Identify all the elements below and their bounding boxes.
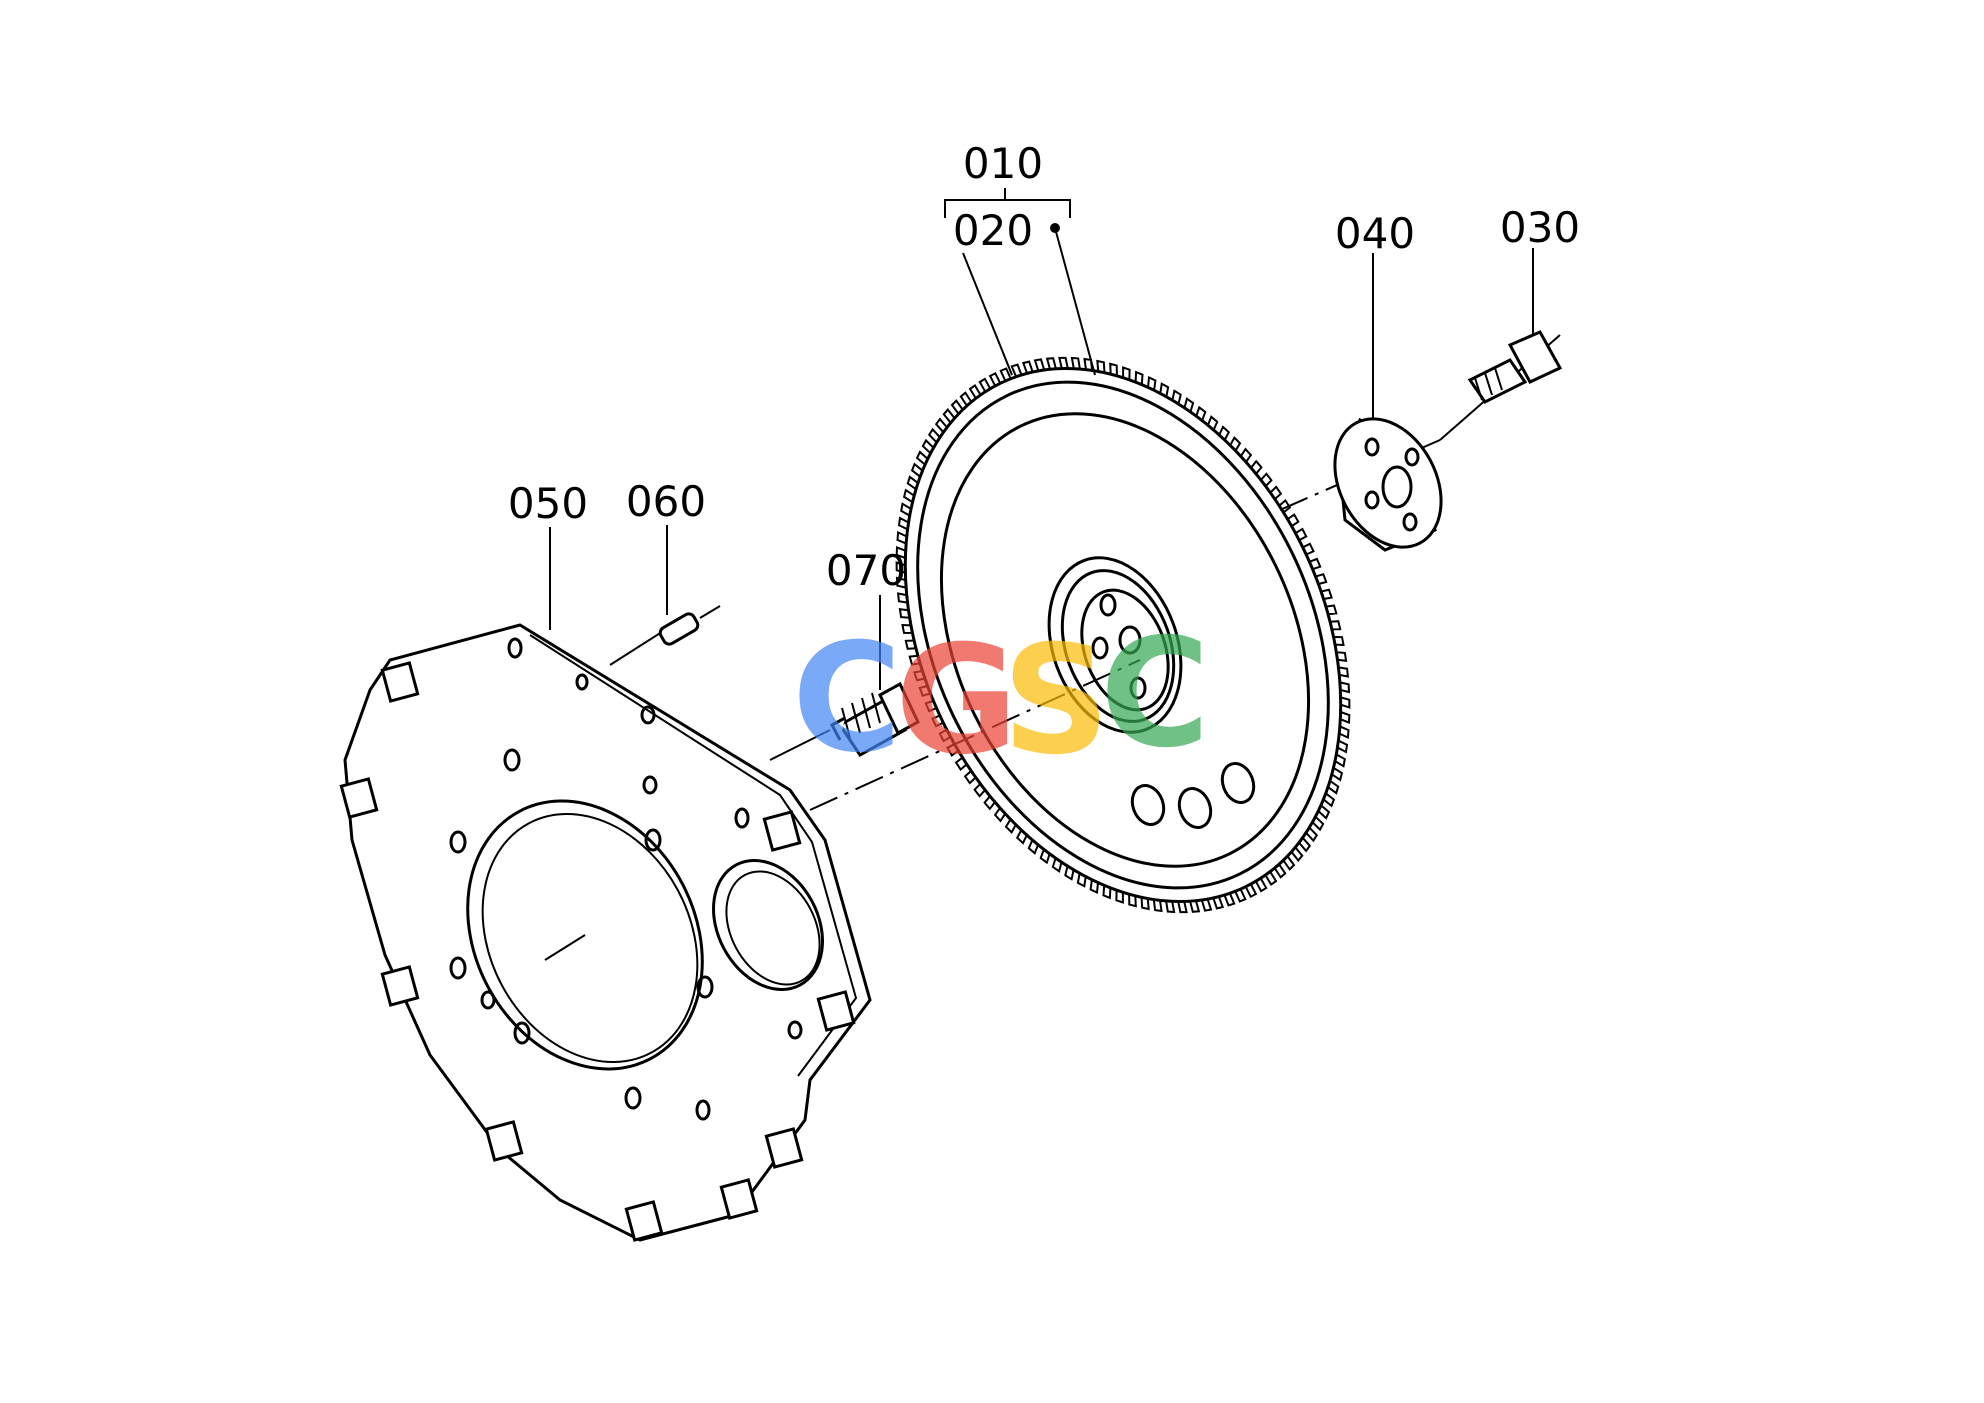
bolt-030 [1467,330,1563,404]
ring-gear-outer [903,367,1343,903]
watermark-letter-2: G [895,614,1018,788]
hub-outer [1047,556,1183,734]
label-010: 010 [963,139,1043,188]
washer-plate-040 [1333,417,1443,552]
dowel-pin-060 [658,605,721,646]
hub-ring [1060,569,1176,723]
flywheel-holes [1130,762,1256,829]
small-bore [712,859,824,991]
flywheel-020 [895,356,1351,914]
label-020: 020 [953,206,1033,255]
ring-gear-teeth [895,356,1351,914]
large-bore [466,799,704,1071]
gear-teeth-path [895,356,1351,914]
label-050: 050 [508,479,588,528]
bolt-070 [829,681,920,757]
large-bore-inner [481,812,699,1064]
part-labels: 010 020 040 030 050 060 070 [508,139,1580,595]
watermark-letter-3: S [1002,614,1110,788]
hub-bolt-holes [1091,593,1147,700]
flywheel-face [939,412,1311,868]
square-nuts [339,661,856,1242]
watermark-letter-1: C [792,612,902,786]
ring-gear-root [916,380,1330,890]
watermark-logo: C G S C [792,607,1210,788]
label-030: 030 [1500,203,1580,252]
watermark-letter-4: C [1100,607,1210,781]
back-plate-050 [339,623,872,1242]
back-plate-outline [343,623,872,1242]
label-040: 040 [1335,209,1415,258]
label-070: 070 [826,546,906,595]
mount-holes [449,637,803,1121]
small-bore-inner [725,870,821,986]
hub-inner [1080,588,1170,712]
leader-lines [549,188,1534,690]
label-060: 060 [626,477,706,526]
